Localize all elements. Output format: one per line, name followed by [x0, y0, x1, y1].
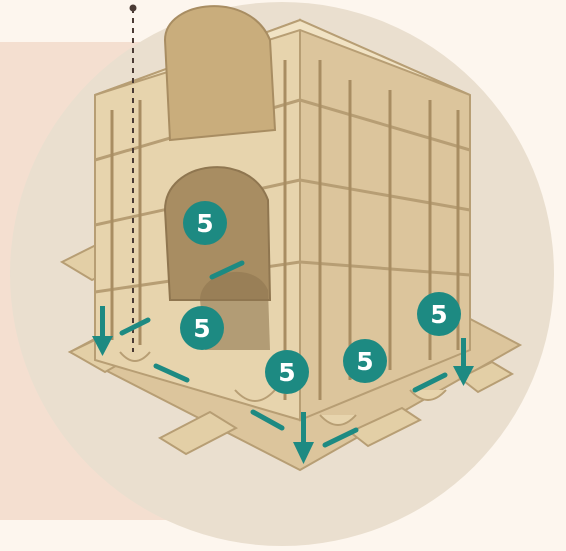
badge-label: 5: [356, 347, 373, 376]
badge-right: 5: [417, 292, 461, 336]
badge-left-front: 5: [180, 306, 224, 350]
leader-dot: [130, 5, 137, 12]
badge-label: 5: [430, 300, 447, 329]
badge-label: 5: [278, 358, 295, 387]
badge-center-right: 5: [343, 339, 387, 383]
badge-label: 5: [196, 209, 213, 238]
badge-left-window: 5: [183, 201, 227, 245]
badge-center-front: 5: [265, 350, 309, 394]
badge-label: 5: [193, 314, 210, 343]
